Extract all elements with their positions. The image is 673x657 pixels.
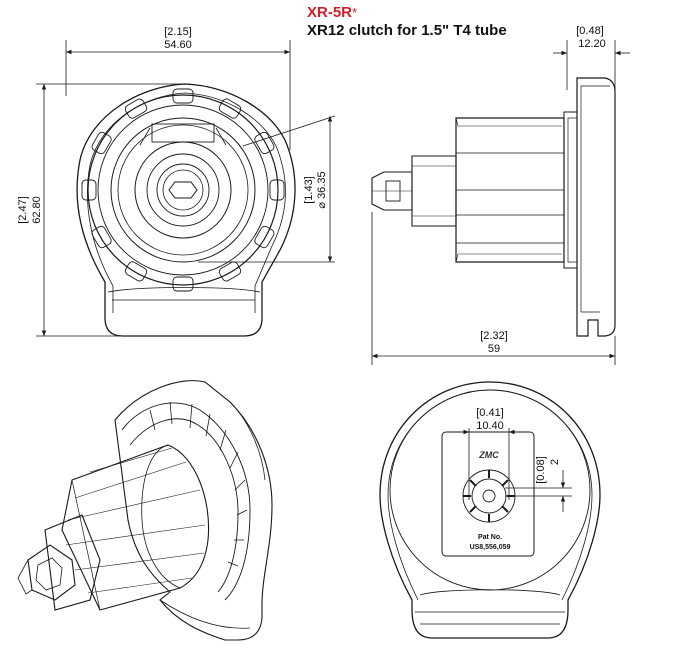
side-dimensions bbox=[371, 40, 630, 365]
front-gear-ring bbox=[87, 94, 279, 286]
front-diameter-mm: ⌀ 36.35 bbox=[316, 171, 328, 208]
model-name: XR-5R bbox=[307, 4, 353, 21]
zmc-logo: ZMC bbox=[478, 450, 499, 460]
front-dimensions bbox=[36, 40, 333, 337]
model-description: XR12 clutch for 1.5" T4 tube bbox=[307, 22, 507, 39]
patent-number: US8,556,059 bbox=[470, 544, 511, 551]
front-width-in: [2.15] bbox=[164, 26, 192, 38]
front-width-mm: 54.60 bbox=[164, 39, 192, 51]
side-shaft bbox=[411, 155, 457, 227]
model-asterisk: * bbox=[352, 5, 358, 20]
side-view bbox=[371, 77, 616, 337]
side-length-in: [2.32] bbox=[480, 330, 508, 342]
back-hole-in: [0.41] bbox=[476, 407, 504, 419]
front-housing-outline bbox=[76, 83, 296, 337]
back-hole-mm: 10.40 bbox=[476, 420, 504, 432]
front-gear-teeth bbox=[81, 88, 285, 292]
model-title: XR-5R* bbox=[307, 4, 357, 21]
iso-tip bbox=[27, 544, 76, 601]
side-tip bbox=[371, 171, 413, 211]
front-height-mm: 62.80 bbox=[31, 196, 43, 224]
front-view bbox=[76, 83, 336, 337]
side-length-mm: 59 bbox=[488, 343, 500, 355]
patent-label: Pat No. bbox=[478, 534, 502, 541]
front-height-in: [2.47] bbox=[17, 196, 29, 224]
front-diameter-in: [1.43] bbox=[303, 176, 315, 204]
back-offset-mm: 2 bbox=[549, 459, 561, 465]
back-offset-in: [0.08] bbox=[535, 456, 547, 484]
side-depth-mm: 12.20 bbox=[578, 38, 606, 50]
back-housing-outline bbox=[379, 381, 601, 639]
back-label-plate bbox=[441, 431, 535, 557]
back-hub-ring bbox=[389, 389, 591, 591]
side-spacer bbox=[563, 111, 578, 269]
back-dimensions bbox=[455, 428, 572, 512]
side-flange bbox=[576, 77, 616, 337]
side-depth-in: [0.48] bbox=[576, 25, 604, 37]
isometric-view bbox=[17, 380, 273, 641]
iso-flange bbox=[114, 380, 273, 641]
iso-shaft bbox=[44, 514, 101, 611]
iso-body bbox=[61, 444, 210, 611]
